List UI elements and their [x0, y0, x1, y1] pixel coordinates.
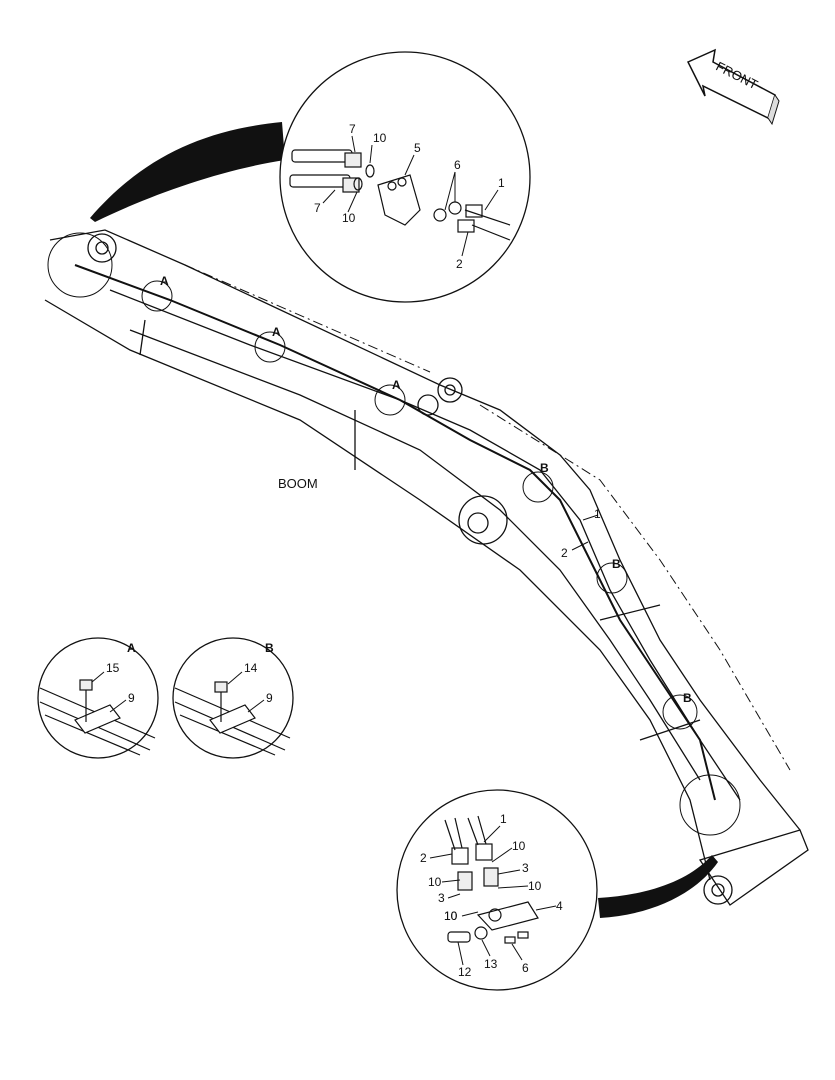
detail-a-title: A: [127, 641, 136, 655]
callout-b-3: B: [683, 691, 692, 705]
callout-a-1: A: [160, 274, 169, 288]
hose-route: [74, 264, 716, 801]
detail-bottom: 1 2 10 10 3 10 3 10 4 10 12 13 6: [396, 789, 598, 991]
detail-a-label-9: 9: [128, 691, 135, 705]
bottom-label-10d: 10: [444, 909, 458, 923]
top-label-7a: 7: [349, 122, 356, 136]
boom-label: BOOM: [278, 476, 318, 491]
top-label-10a: 10: [373, 131, 387, 145]
top-label-5: 5: [414, 141, 421, 155]
clamp-callouts: [47, 232, 741, 836]
hose-label-2: 2: [561, 546, 568, 560]
callout-b-1: B: [540, 461, 549, 475]
detail-a: A 15 9: [37, 637, 159, 759]
top-label-10b: 10: [342, 211, 356, 225]
bottom-label-10c: 10: [528, 879, 542, 893]
bottom-label-10b: 10: [428, 875, 442, 889]
bottom-label-6: 6: [522, 961, 529, 975]
detail-b-title: B: [265, 641, 274, 655]
callout-a-2: A: [272, 325, 281, 339]
phantom-lines: [184, 264, 791, 771]
bottom-label-10a: 10: [512, 839, 526, 853]
detail-top: 7 10 5 6 1 7 10 2: [279, 51, 531, 303]
top-label-1: 1: [498, 176, 505, 190]
top-label-6: 6: [454, 158, 461, 172]
boom-body: [44, 229, 809, 906]
leader-top: [90, 122, 285, 222]
detail-b-label-9: 9: [266, 691, 273, 705]
detail-b-label-14: 14: [244, 661, 258, 675]
top-label-7b: 7: [314, 201, 321, 215]
bottom-label-10e: 10: [444, 909, 458, 923]
detail-a-label-15: 15: [106, 661, 120, 675]
front-arrow-icon: FRONT: [686, 48, 780, 126]
callout-a-3: A: [392, 378, 401, 392]
hose-label-1: 1: [594, 507, 601, 521]
bottom-label-13: 13: [484, 957, 498, 971]
top-label-2: 2: [456, 257, 463, 271]
bottom-label-4: 4: [556, 899, 563, 913]
bottom-label-2: 2: [420, 851, 427, 865]
bottom-label-3b: 3: [438, 891, 445, 905]
detail-b: B 14 9: [172, 637, 294, 759]
callout-b-2: B: [612, 557, 621, 571]
bottom-label-1: 1: [500, 812, 507, 826]
bottom-label-12: 12: [458, 965, 472, 979]
bottom-label-3a: 3: [522, 861, 529, 875]
leader-bottom: [598, 855, 718, 918]
